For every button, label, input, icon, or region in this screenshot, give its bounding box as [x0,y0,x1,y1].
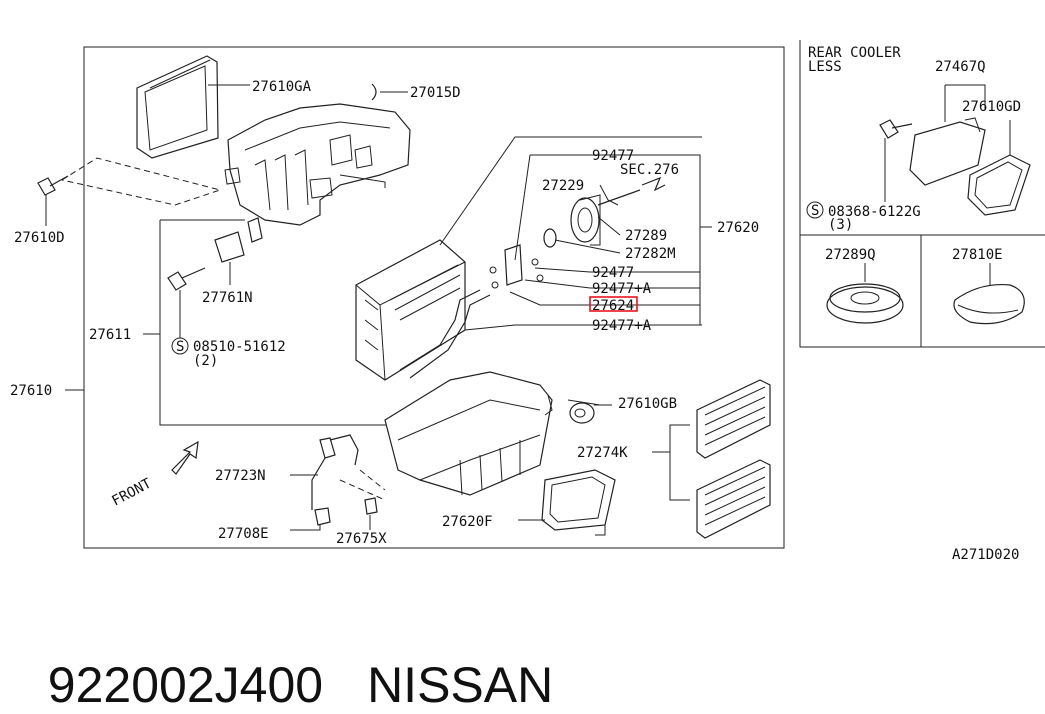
brand-name: NISSAN [367,657,554,713]
label-27015d: 27015D [410,85,461,101]
part-number: 922002J400 [47,657,324,713]
label-27620f: 27620F [442,514,493,530]
label-27289q: 27289Q [825,247,876,263]
grommet-27610gb [569,402,612,424]
filter-frame-27610ga [136,55,250,159]
label-92477-top: 92477 [592,148,634,164]
label-27810e: 27810E [952,247,1003,263]
valve-leaders [489,154,712,325]
label-sec276: SEC.276 [620,162,679,178]
label-92477-mid: 92477 [592,265,634,281]
label-27282m: 27282M [625,246,676,262]
bracket-27467q [806,84,986,219]
rear-cooler-frame [799,40,1045,348]
label-27289: 27289 [625,228,667,244]
parts-diagram: 27610GA 27015D 27610D 27761N 27611 S 085… [10,40,1045,563]
screw-symbol: S [811,203,819,219]
label-27708e: 27708E [218,526,269,542]
clip-27015d [371,83,408,101]
harness-27723n [290,434,386,531]
evaporator-27620 [355,136,702,381]
label-27611: 27611 [89,327,131,343]
label-92477a-2: 92477+A [592,318,652,334]
label-27620: 27620 [717,220,759,236]
label-08510: 08510-51612 [193,339,286,355]
label-27610: 27610 [10,383,52,399]
highlight-box [589,296,638,312]
label-92477a-1: 92477+A [592,281,652,297]
filter-27274k [652,379,771,539]
gasket-27610gd [967,120,1031,216]
diagram-code: A271D020 [952,547,1019,563]
label-27723n: 27723N [215,468,266,484]
plug-27810e [953,263,1025,325]
label-27761n: 27761N [202,290,253,306]
main-frame [83,46,785,549]
label-27274k: 27274K [577,445,628,461]
label-27610gd: 27610GD [962,99,1021,115]
label-27467q: 27467Q [935,59,986,75]
blower-case-upper [224,103,411,226]
label-08368: 08368-6122G [828,204,921,220]
screw-27610d [37,175,69,226]
label-27610ga: 27610GA [252,79,312,95]
label-27610gb: 27610GB [618,396,677,412]
lower-case [384,371,601,496]
label-08510-qty: (2) [193,353,218,369]
label-less: LESS [808,59,842,75]
resistor-27761n [214,217,263,285]
label-rear-cooler: REAR COOLER [808,45,901,61]
bracket-27611 [143,219,386,426]
label-08368-qty: (3) [828,217,853,233]
label-front: FRONT [109,475,154,509]
screw-08510 [167,267,206,355]
front-arrow [171,440,199,475]
label-27229: 27229 [542,178,584,194]
screw-symbol: S [176,339,184,355]
seal-27620f [518,469,616,536]
grommet-27289q [826,263,904,324]
label-27675x: 27675X [336,531,387,547]
label-27624: 27624 [592,298,634,314]
footer: 922002J400 NISSAN [20,598,553,714]
label-27610d: 27610D [14,230,65,246]
